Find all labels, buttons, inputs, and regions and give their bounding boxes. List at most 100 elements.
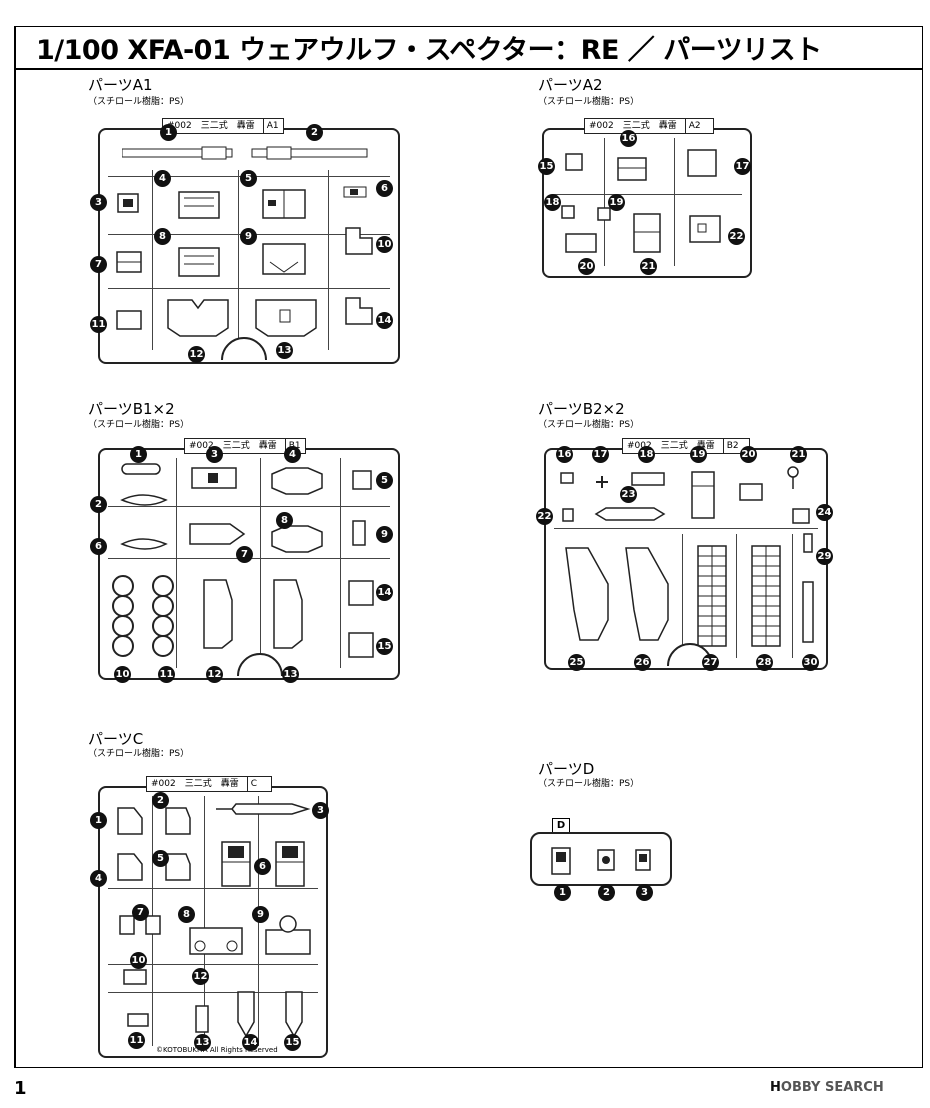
part-b2-22 (562, 508, 574, 522)
part-b2-20 (739, 483, 763, 501)
part-a2-19 (597, 207, 611, 221)
material-note-a2: （スチロール樹脂：PS） (538, 97, 640, 107)
part-number-b2-25: 25 (568, 654, 585, 671)
page-frame (14, 26, 923, 1068)
part-b2-18 (631, 472, 665, 486)
part-b1-8 (271, 525, 323, 553)
part-b2-19 (691, 471, 715, 519)
part-number-b1-6: 6 (90, 538, 107, 555)
part-c-3 (216, 803, 311, 815)
part-a2-22 (689, 215, 721, 243)
part-number-a2-20: 20 (578, 258, 595, 275)
part-b1-9 (352, 520, 366, 546)
page-number: 1 (14, 1078, 27, 1099)
part-number-b2-21: 21 (790, 446, 807, 463)
part-number-c-12: 12 (192, 968, 209, 985)
part-b1-11 (152, 575, 174, 657)
part-number-d-3: 3 (636, 884, 653, 901)
part-number-c-6: 6 (254, 858, 271, 875)
part-number-b1-7: 7 (236, 546, 253, 563)
part-b2-17 (596, 476, 608, 488)
runner-d: 1 2 3 (530, 832, 672, 901)
part-number-c-10: 10 (130, 952, 147, 969)
part-a2-17 (687, 149, 717, 177)
part-number-b2-29: 29 (816, 548, 833, 565)
material-note-a1: （スチロール樹脂：PS） (88, 97, 190, 107)
part-a1-11 (116, 310, 142, 330)
part-b1-15 (348, 632, 374, 658)
part-number-a1-11: 11 (90, 316, 107, 333)
part-c-9 (265, 915, 311, 955)
part-number-b2-18: 18 (638, 446, 655, 463)
part-b1-6 (120, 538, 168, 550)
part-b2-30 (802, 581, 814, 643)
part-number-c-1: 1 (90, 812, 107, 829)
part-d-3 (635, 849, 651, 871)
part-number-b1-14: 14 (376, 584, 393, 601)
part-number-c-8: 8 (178, 906, 195, 923)
part-a2-15 (565, 153, 583, 171)
part-b1-1 (121, 463, 161, 475)
part-b1-2 (120, 494, 168, 506)
part-number-a1-3: 3 (90, 194, 107, 211)
title-rule (14, 68, 922, 70)
part-number-c-5: 5 (152, 850, 169, 867)
part-number-a1-14: 14 (376, 312, 393, 329)
part-number-b1-4: 4 (284, 446, 301, 463)
part-c-7 (119, 915, 161, 935)
part-b2-16 (560, 472, 574, 484)
part-number-b1-13: 13 (282, 666, 299, 683)
part-c-15 (285, 991, 303, 1038)
part-c-8 (189, 927, 243, 955)
part-a1-9 (262, 243, 306, 275)
part-c-6a (221, 841, 251, 887)
part-number-d-2: 2 (598, 884, 615, 901)
page-title: 1/100 XFA-01 ウェアウルフ・スペクター：RE ／ パーツリスト (36, 35, 822, 66)
part-number-a2-16: 16 (620, 130, 637, 147)
part-d-1 (551, 847, 571, 875)
runner-copyright-c: ©KOTOBUKIYA All Rights Reserved (156, 1046, 278, 1054)
part-a1-14 (345, 297, 373, 325)
part-number-b1-9: 9 (376, 526, 393, 543)
part-number-c-7: 7 (132, 904, 149, 921)
part-c-2 (165, 807, 191, 835)
part-number-b1-5: 5 (376, 472, 393, 489)
part-a1-6 (343, 186, 367, 198)
part-c-14 (237, 991, 255, 1038)
part-c-10 (123, 969, 147, 985)
runner-b1: #002 三二式 轟雷B1 1 2 3 4 5 6 7 8 9 10 11 12… (90, 438, 400, 683)
part-number-a2-22: 22 (728, 228, 745, 245)
part-b1-7 (189, 523, 246, 545)
part-b2-25 (565, 547, 609, 641)
part-number-b1-1: 1 (130, 446, 147, 463)
part-a1-13 (255, 299, 317, 337)
part-number-a1-1: 1 (160, 124, 177, 141)
part-b2-28 (751, 545, 781, 647)
part-number-a1-10: 10 (376, 236, 393, 253)
part-number-a1-5: 5 (240, 170, 257, 187)
part-number-b2-20: 20 (740, 446, 757, 463)
part-b1-14 (348, 580, 374, 606)
part-number-c-15: 15 (284, 1034, 301, 1051)
part-number-a1-8: 8 (154, 228, 171, 245)
part-number-a1-4: 4 (154, 170, 171, 187)
part-a1-5 (262, 189, 306, 219)
part-a2-20 (565, 233, 597, 253)
section-label-b2: パーツB2×2 (538, 400, 625, 418)
part-b1-5 (352, 470, 372, 490)
part-number-a2-15: 15 (538, 158, 555, 175)
part-number-b2-26: 26 (634, 654, 651, 671)
part-number-c-4: 4 (90, 870, 107, 887)
runner-a1-notch (221, 337, 267, 361)
part-b2-26 (625, 547, 669, 641)
part-number-b2-19: 19 (690, 446, 707, 463)
part-a2-18 (561, 205, 575, 219)
part-b2-27 (697, 545, 727, 647)
material-note-b1: （スチロール樹脂：PS） (88, 420, 190, 430)
part-number-b2-23: 23 (620, 486, 637, 503)
runner-b1-notch (237, 653, 283, 677)
part-number-a1-7: 7 (90, 256, 107, 273)
